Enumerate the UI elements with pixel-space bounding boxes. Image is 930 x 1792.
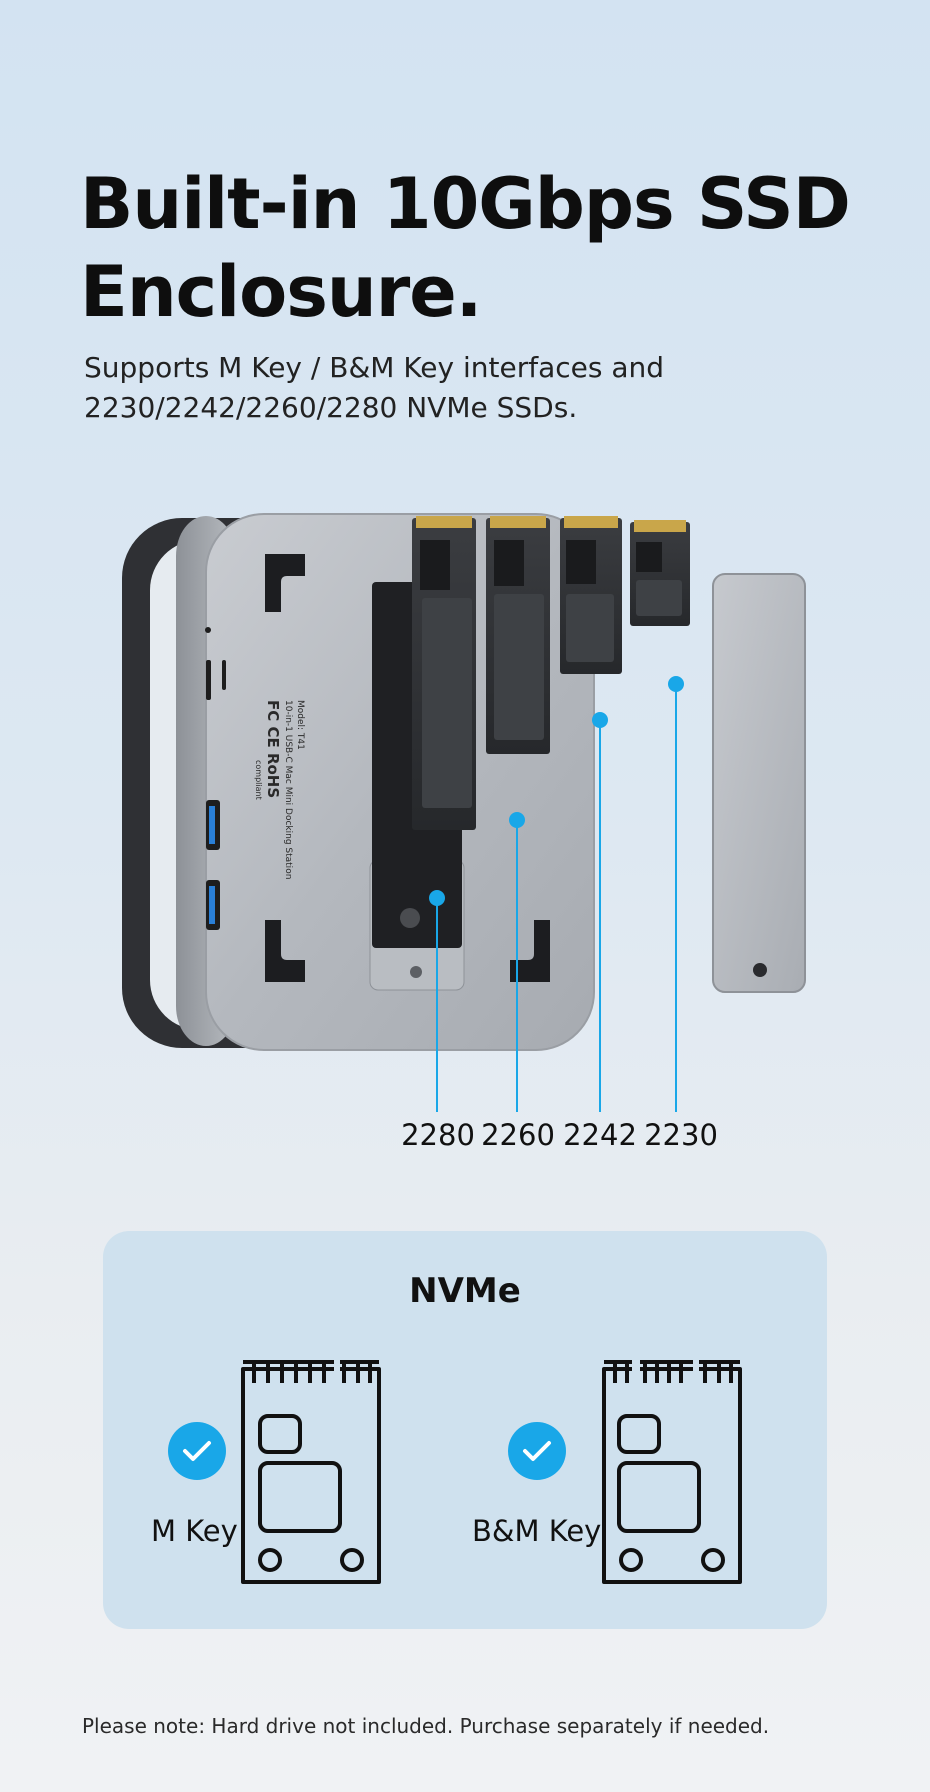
marking-compliant: compliant xyxy=(254,760,263,800)
bm-key-ssd-icon xyxy=(602,1359,742,1584)
bm-key-label: B&M Key xyxy=(472,1514,602,1548)
ssd-cover-plate xyxy=(712,573,806,993)
ssd-2242 xyxy=(560,516,622,674)
nvme-panel: NVMe M Key B&M Key xyxy=(103,1231,827,1629)
subhead-line-1: Supports M Key / B&M Key interfaces and xyxy=(84,351,665,384)
subhead: Supports M Key / B&M Key interfaces and … xyxy=(84,348,864,428)
size-label-2230: 2230 xyxy=(644,1118,718,1152)
size-label-2260: 2260 xyxy=(481,1118,555,1152)
subhead-line-2: 2230/2242/2260/2280 NVMe SSDs. xyxy=(84,391,578,424)
size-leader-lines xyxy=(436,684,677,1112)
headline-line-2: Enclosure. xyxy=(80,251,482,333)
nvme-panel-title: NVMe xyxy=(409,1271,521,1311)
footnote: Please note: Hard drive not included. Pu… xyxy=(82,1714,770,1738)
ssd-2280 xyxy=(412,516,476,830)
size-label-2280: 2280 xyxy=(401,1118,475,1152)
side-ports xyxy=(205,627,226,930)
m-key-check-icon xyxy=(168,1422,226,1480)
m-key-label: M Key xyxy=(151,1514,238,1548)
m-key-ssd-icon xyxy=(241,1359,381,1584)
size-label-2242: 2242 xyxy=(563,1118,637,1152)
marking-description: 10-in-1 USB-C Mac Mini Docking Station xyxy=(283,700,293,879)
marking-certs: FC CE RoHS xyxy=(264,700,282,798)
ssd-2230 xyxy=(630,520,690,626)
docking-station-illustration: Model: T41 10-in-1 USB-C Mac Mini Dockin… xyxy=(122,513,806,1112)
headline-line-1: Built-in 10Gbps SSD xyxy=(80,163,851,245)
bm-key-check-icon xyxy=(508,1422,566,1480)
size-marker-dots xyxy=(429,676,684,906)
ssd-2260 xyxy=(486,516,550,754)
marking-model: Model: T41 xyxy=(295,700,305,750)
device-markings: Model: T41 10-in-1 USB-C Mac Mini Dockin… xyxy=(254,700,305,879)
headline: Built-in 10Gbps SSD Enclosure. xyxy=(80,160,900,336)
